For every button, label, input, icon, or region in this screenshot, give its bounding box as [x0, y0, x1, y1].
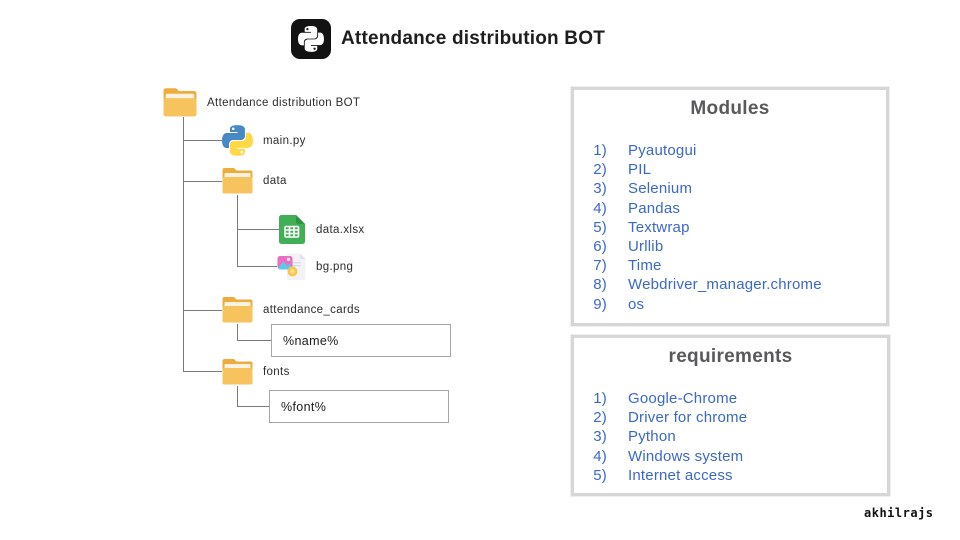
- requirements-panel: requirements 1) Google-Chrome 2) Driver fo…: [571, 335, 890, 496]
- list-item: 1) Pyautogui: [574, 141, 886, 160]
- tree-connector: [237, 324, 238, 340]
- requirements-panel-title: requirements: [668, 346, 793, 367]
- list-item: 4) Windows system: [574, 447, 887, 466]
- tree-node-label: main.py: [263, 134, 306, 147]
- tree-connector: [237, 195, 238, 266]
- item-number: 3): [593, 180, 607, 198]
- item-label: Google-Chrome: [628, 390, 738, 407]
- item-number: 5): [593, 466, 607, 484]
- tree-node-label: data: [263, 175, 287, 187]
- list-item: 9) os: [574, 295, 886, 314]
- item-number: 9): [593, 295, 607, 313]
- tree-connector: [237, 406, 269, 407]
- item-label: Time: [628, 257, 662, 275]
- placeholder-label: %name%: [283, 333, 339, 348]
- item-number: 1): [593, 142, 607, 159]
- tree-node-label: data.xlsx: [316, 223, 365, 236]
- item-number: 4): [593, 199, 607, 217]
- modules-panel-title: Modules: [690, 98, 770, 119]
- tree-connector: [237, 229, 279, 230]
- modules-list: 1) Pyautogui 2) PIL 3) Selenium 4) Pandas 5)…: [574, 141, 886, 314]
- tree-node-root[interactable]: Attendance distribution BOT: [163, 87, 360, 118]
- list-item: 3) Python: [574, 427, 887, 446]
- folder-icon: [222, 168, 253, 194]
- author-watermark: akhilrajs: [864, 506, 934, 520]
- tree-connector: [237, 266, 277, 267]
- list-item: 4) Pandas: [574, 199, 886, 218]
- list-item: 5) Internet access: [574, 466, 887, 485]
- item-number: 6): [593, 238, 607, 256]
- tree-node-attendance-cards[interactable]: attendance_cards: [222, 296, 360, 324]
- list-item: 1) Google-Chrome: [574, 389, 887, 408]
- tree-connector: [183, 310, 222, 311]
- item-label: Internet access: [628, 466, 733, 484]
- tree-node-data-xlsx[interactable]: data.xlsx: [279, 215, 365, 244]
- python-logo-badge: [291, 19, 331, 59]
- tree-node-data[interactable]: data: [222, 167, 287, 195]
- tree-connector: [183, 140, 222, 141]
- tree-node-main-py[interactable]: main.py: [222, 125, 306, 156]
- list-item: 7) Time: [574, 256, 886, 275]
- tree-connector: [183, 181, 222, 182]
- list-item: 2) Driver for chrome: [574, 408, 887, 427]
- item-label: Webdriver_manager.chrome: [628, 276, 822, 294]
- item-label: Driver for chrome: [628, 409, 748, 427]
- item-label: Pyautogui: [628, 142, 697, 159]
- tree-node-bg-png[interactable]: bg.png: [277, 252, 353, 281]
- item-label: Python: [628, 428, 676, 446]
- list-item: 8) Webdriver_manager.chrome: [574, 275, 886, 294]
- item-label: os: [628, 295, 645, 313]
- image-file-icon: [277, 253, 306, 280]
- item-label: PIL: [628, 161, 652, 179]
- tree-connector: [237, 340, 271, 341]
- placeholder-box-font[interactable]: %font%: [269, 390, 449, 423]
- tree-node-label: Attendance distribution BOT: [207, 96, 361, 109]
- list-item: 5) Textwrap: [574, 218, 886, 237]
- list-item: 3) Selenium: [574, 179, 886, 198]
- item-number: 8): [593, 276, 607, 294]
- tree-node-fonts[interactable]: fonts: [222, 358, 290, 386]
- item-label: Pandas: [628, 199, 681, 217]
- tree-connector: [183, 371, 222, 372]
- python-icon: [298, 26, 324, 52]
- item-number: 1): [593, 390, 607, 407]
- item-number: 4): [593, 447, 607, 465]
- item-label: Urllib: [628, 238, 664, 256]
- placeholder-label: %font%: [281, 399, 327, 414]
- tree-connector: [183, 117, 184, 372]
- spreadsheet-icon: [279, 215, 305, 244]
- list-item: 6) Urllib: [574, 237, 886, 256]
- tree-node-label: bg.png: [316, 260, 354, 273]
- python-logo-icon: [222, 125, 253, 156]
- modules-panel: Modules 1) Pyautogui 2) PIL 3) Selenium 4) P…: [571, 87, 889, 326]
- tree-connector: [237, 386, 238, 406]
- item-label: Windows system: [628, 447, 744, 465]
- folder-icon: [222, 297, 253, 323]
- item-number: 3): [593, 428, 607, 446]
- list-item: 2) PIL: [574, 160, 886, 179]
- requirements-list: 1) Google-Chrome 2) Driver for chrome 3) Py…: [574, 389, 887, 485]
- placeholder-box-name[interactable]: %name%: [271, 324, 451, 357]
- folder-icon: [163, 88, 197, 117]
- item-number: 5): [593, 218, 607, 236]
- tree-node-label: attendance_cards: [263, 304, 361, 316]
- item-number: 7): [593, 257, 607, 275]
- page-title: Attendance distribution BOT: [341, 28, 606, 49]
- item-number: 2): [593, 161, 607, 179]
- tree-node-label: fonts: [263, 366, 290, 378]
- item-number: 2): [593, 409, 607, 427]
- item-label: Selenium: [628, 180, 693, 198]
- folder-icon: [222, 359, 253, 385]
- item-label: Textwrap: [628, 218, 690, 236]
